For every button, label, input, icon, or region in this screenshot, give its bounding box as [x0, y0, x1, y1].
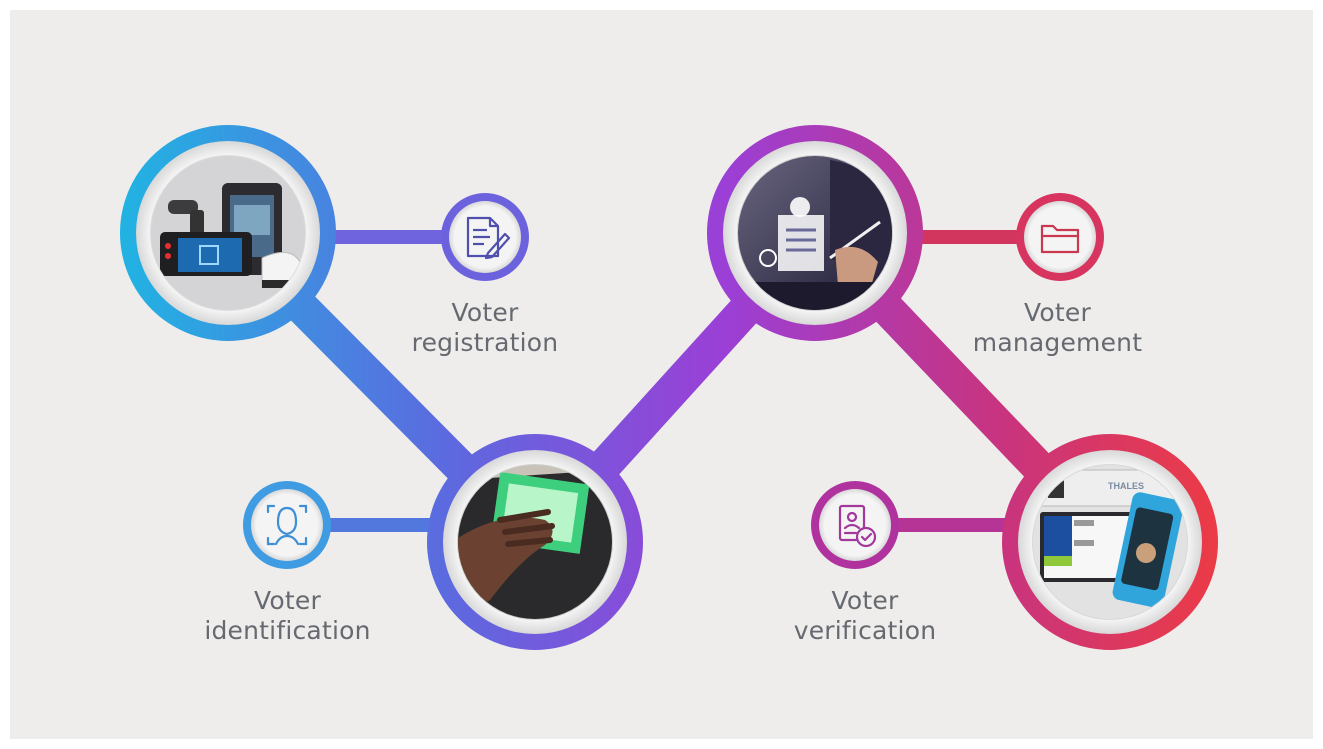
registration-icon-circle [441, 193, 529, 281]
label-line-1: Voter [1024, 298, 1091, 327]
management-icon-circle [1016, 193, 1104, 281]
face-scan-icon [266, 504, 308, 546]
main-connector-path [211, 216, 1127, 559]
label-line-2: registration [411, 328, 559, 357]
label-voter-identification: Voter identification [195, 586, 380, 646]
device-photo-circle [120, 125, 336, 341]
label-line-1: Voter [254, 586, 321, 615]
device-brand-text: THALES [1108, 481, 1144, 491]
folder-icon [1040, 224, 1080, 254]
label-line-2: management [972, 328, 1143, 357]
label-line-2: verification [793, 616, 937, 645]
fingerprint-photo-circle [427, 434, 643, 650]
document-edit-icon [466, 216, 511, 260]
verification-photo-circle: THALES [1002, 434, 1218, 650]
label-line-1: Voter [451, 298, 519, 327]
label-line-1: Voter [831, 586, 899, 615]
verification-icon-circle [811, 481, 899, 569]
management-photo-circle [707, 125, 923, 341]
label-voter-management: Voter management [960, 298, 1155, 358]
label-voter-registration: Voter registration [400, 298, 570, 358]
identification-icon-circle [243, 481, 331, 569]
label-voter-verification: Voter verification [780, 586, 950, 646]
id-card-check-icon [838, 504, 877, 548]
label-line-2: identification [204, 616, 371, 645]
